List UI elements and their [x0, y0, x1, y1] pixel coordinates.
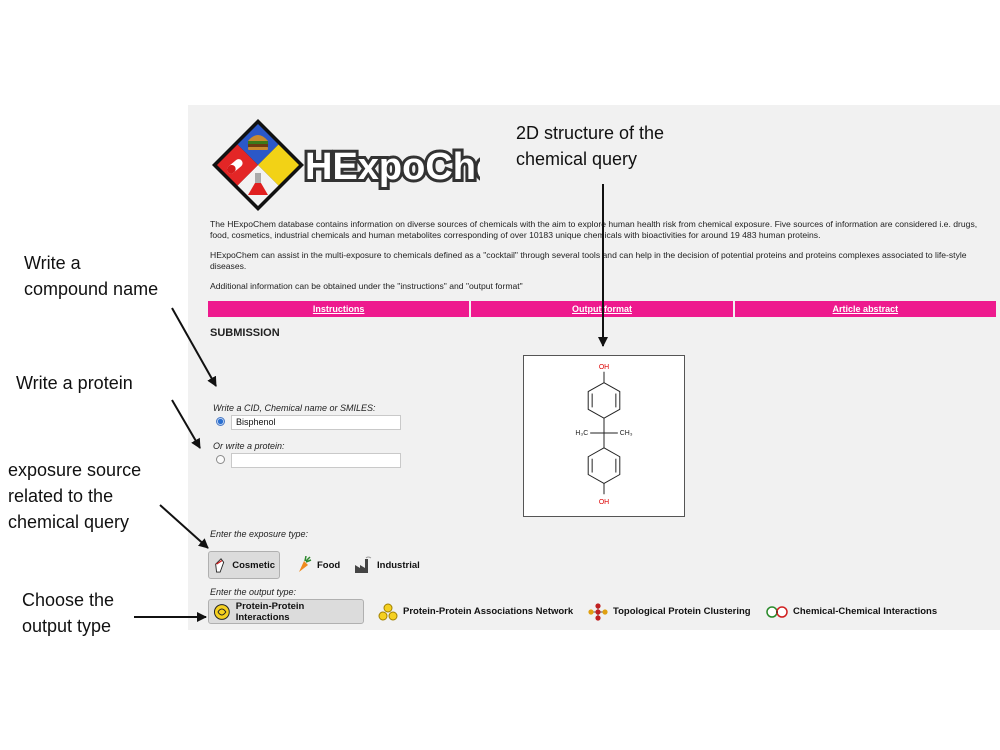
output-option-label: Topological Protein Clustering [613, 606, 751, 617]
factory-icon [355, 556, 372, 573]
hydroxyl-top-label: OH [599, 364, 609, 371]
protein-field-label: Or write a protein: [213, 441, 285, 451]
output-option-network[interactable]: Protein-Protein Associations Network [374, 599, 577, 624]
lipstick-icon [215, 558, 225, 573]
exposure-option-food[interactable]: Food [292, 551, 344, 579]
output-label: Enter the output type: [210, 587, 297, 597]
output-option-clustering[interactable]: Topological Protein Clustering [584, 599, 755, 624]
carrot-icon [299, 556, 312, 572]
protein-radio[interactable] [216, 455, 225, 464]
exposure-option-label: Industrial [377, 559, 420, 571]
exposure-option-label: Food [317, 559, 341, 571]
flask-icon [248, 173, 268, 195]
nav-link-instructions[interactable]: Instructions [208, 301, 470, 317]
output-option-label: Protein-Protein Associations Network [403, 606, 574, 617]
annotation-exposure: exposure source related to the chemical … [8, 460, 142, 532]
exposure-option-industrial[interactable]: Industrial [350, 551, 424, 579]
output-option-chemical-interactions[interactable]: Chemical-Chemical Interactions [762, 599, 941, 624]
interaction-icon [213, 603, 230, 620]
annotation-output: Choose the output type [22, 590, 115, 636]
burger-icon [248, 135, 268, 150]
chemical-field-label: Write a CID, Chemical name or SMILES: [213, 403, 376, 413]
intro-paragraph-3: Additional information can be obtained u… [210, 281, 523, 291]
output-option-label: Chemical-Chemical Interactions [793, 606, 938, 617]
intro-paragraph-2: HExpoChem can assist in the multi-exposu… [210, 250, 967, 271]
methyl-right-label: CH₃ [620, 430, 633, 437]
exposure-label: Enter the exposure type: [210, 529, 309, 539]
network-icon [378, 603, 398, 620]
chemical-input[interactable]: Bisphenol [231, 415, 401, 430]
nav-link-article-abstract[interactable]: Article abstract [734, 301, 996, 317]
chemical-radio[interactable] [216, 417, 225, 426]
methyl-left-label: H₃C [575, 430, 588, 437]
output-option-ppi[interactable]: Protein-Protein Interactions [208, 599, 364, 624]
exposure-option-label: Cosmetic [232, 559, 275, 571]
annotation-structure: 2D structure of the chemical query [516, 123, 665, 169]
pill-icon [226, 159, 243, 174]
hydroxyl-bottom-label: OH [599, 499, 609, 506]
intro-paragraph-1: The HExpoChem database contains informat… [210, 219, 978, 240]
chemical-structure-image: OH OH H₃C CH₃ [523, 355, 685, 517]
nav-link-output-format[interactable]: Output format [471, 301, 733, 317]
output-option-label: Protein-Protein Interactions [235, 600, 305, 623]
hazard-diamond-icon [212, 119, 304, 211]
annotation-protein: Write a protein [16, 373, 133, 393]
protein-input[interactable] [231, 453, 401, 468]
submission-title: SUBMISSION [210, 327, 280, 339]
chemical-interaction-icon [766, 605, 788, 618]
cluster-icon [588, 602, 608, 621]
annotation-compound: Write a compound name [24, 253, 159, 299]
nav-bar: Instructions Output format Article abstr… [208, 301, 996, 317]
hexpochem-screenshot: HExpoChem The HExpoChem database contain… [188, 105, 1000, 630]
hexpochem-logo[interactable]: HExpoChem [210, 117, 480, 212]
exposure-option-cosmetic[interactable]: Cosmetic [208, 551, 280, 579]
svg-text:HExpoChem: HExpoChem [305, 146, 480, 188]
